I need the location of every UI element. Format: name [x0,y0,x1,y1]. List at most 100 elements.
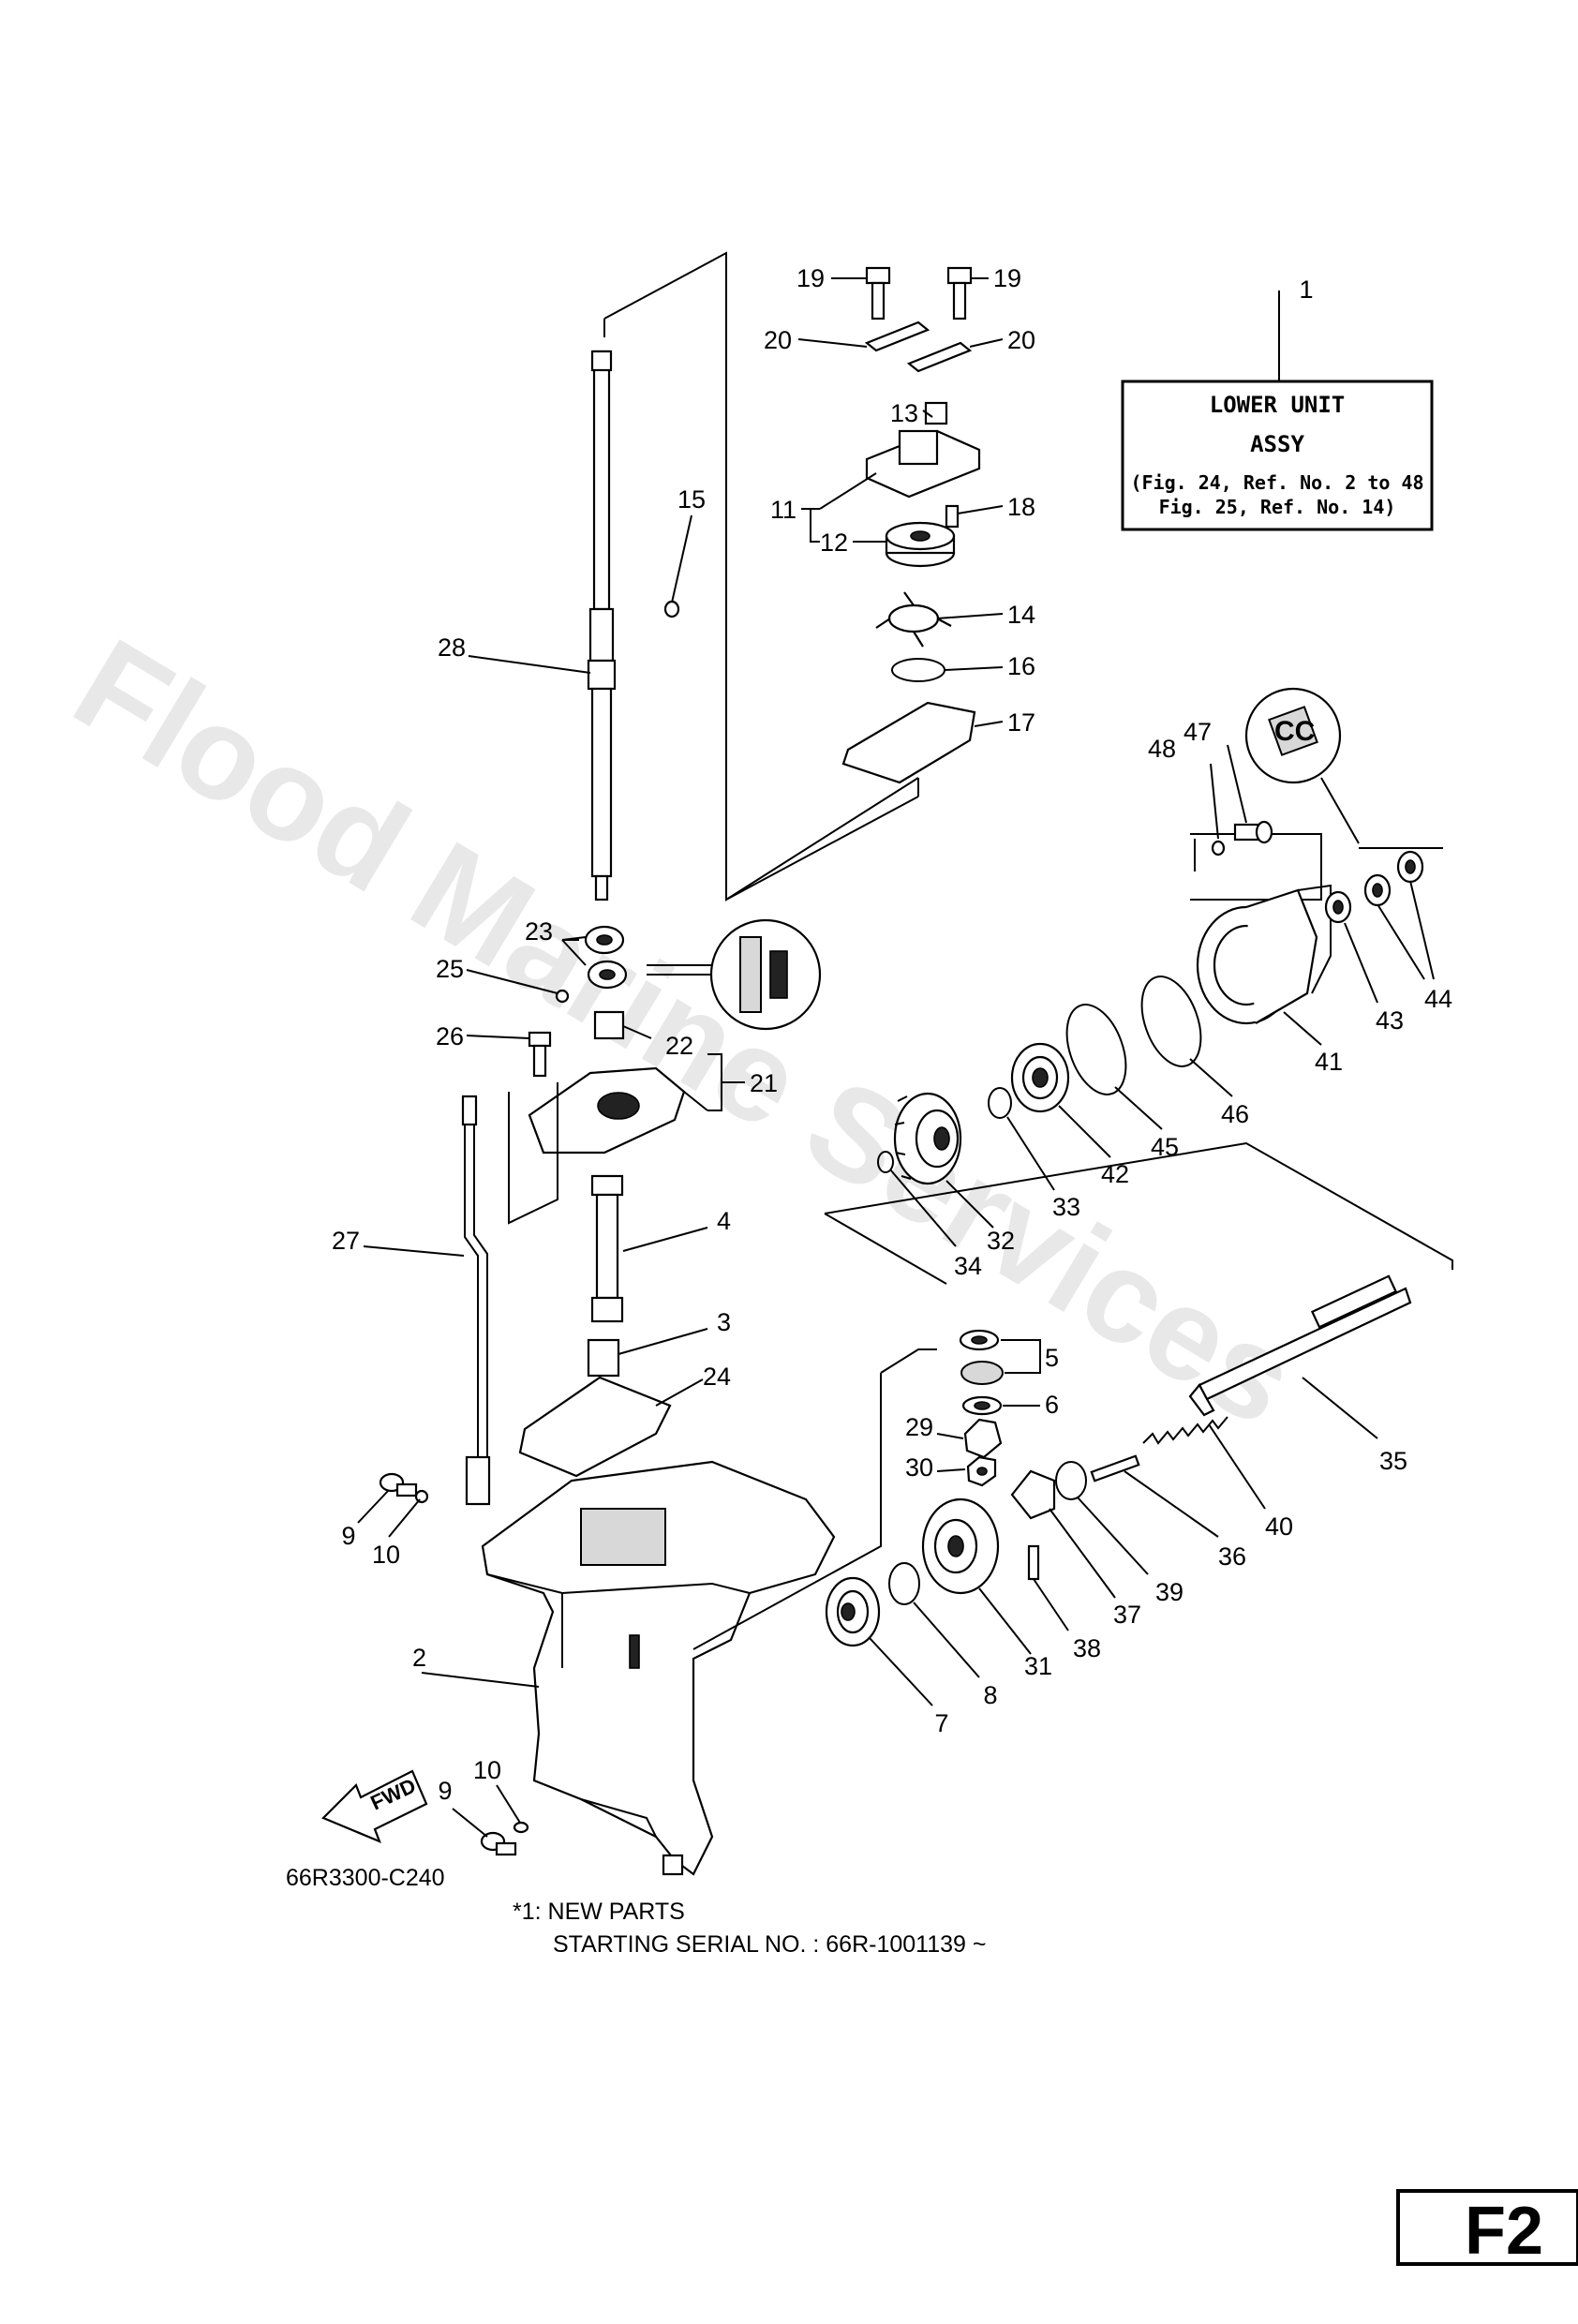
assy-box-line4: Fig. 25, Ref. No. 14) [1159,496,1396,518]
seal-detail-circle [647,918,822,1031]
callout-18: 18 [1007,493,1035,521]
reverse-gear-part [893,1092,962,1185]
o-ring-part [1065,1004,1127,1095]
callout-45: 45 [1151,1133,1179,1161]
callout-38: 38 [1073,1634,1101,1662]
callout-36: 36 [1218,1542,1246,1571]
callout-13: 13 [890,399,918,427]
bearing-part [825,1576,881,1647]
callout-19b: 19 [993,264,1021,292]
grease-detail-circle: CC [1244,687,1360,844]
assy-box-line1: LOWER UNIT [1210,392,1346,418]
plate-part [864,320,973,373]
callout-25: 25 [436,955,464,983]
callout-30: 30 [905,1453,933,1482]
callout-8: 8 [983,1681,997,1709]
callout-48: 48 [1148,735,1176,763]
callout-2: 2 [412,1644,426,1672]
callout-3: 3 [717,1308,731,1336]
callout-9: 9 [341,1522,355,1550]
callout-41: 41 [1315,1048,1343,1076]
oil-seal-part [1324,850,1424,924]
key-part [663,600,680,618]
callout-21: 21 [750,1069,778,1097]
callout-39: 39 [1155,1578,1184,1606]
bolt-part [865,266,973,320]
spring-part [1142,1416,1228,1445]
callout-12: 12 [820,529,848,557]
callout-10: 10 [372,1541,400,1569]
callout-4: 4 [717,1207,731,1235]
leader-lines [357,277,1435,1838]
callout-27: 27 [332,1227,360,1255]
cross-pin-ring-part [1055,1461,1087,1500]
callout-19: 19 [796,264,825,292]
callout-43: 43 [1376,1006,1404,1035]
callout-1: 1 [1299,276,1313,304]
callout-14: 14 [1007,601,1035,629]
callout-32: 32 [987,1227,1015,1255]
propeller-shaft-housing-part [1196,884,1332,1025]
callout-42: 42 [1101,1160,1129,1188]
callout-24: 24 [703,1363,731,1391]
oil-seal-part [584,925,628,990]
callout-29: 29 [905,1413,933,1441]
pin-part [1027,1544,1040,1581]
callout-23: 23 [525,917,553,946]
shim-part [888,1562,920,1605]
shift-rod-part [461,1095,491,1506]
callout-5: 5 [1045,1344,1059,1372]
page-label-box: F2 [1396,2189,1578,2269]
leader-line [880,1348,937,1374]
callout-26: 26 [436,1022,464,1050]
assy-box-line2: ASSY [1250,431,1304,457]
cartridge-insert-part [885,521,956,568]
o-ring-part [891,658,945,682]
thrust-washer-part [959,1329,1004,1416]
pinion-part [963,1418,1003,1459]
outer-plate-part [841,701,976,784]
page-label: F2 [1465,2194,1543,2269]
callout-11: 11 [770,496,796,524]
pin-part [1090,1454,1140,1482]
bushing-part [593,1010,625,1040]
impeller-part [875,591,952,648]
callout-46: 46 [1221,1100,1249,1128]
group-frame-line [603,251,919,901]
bearing-part [587,1338,620,1378]
svg-text:CC: CC [1274,716,1315,747]
callout-22: 22 [665,1032,693,1060]
bolt-part [1211,820,1273,857]
callout-33: 33 [1052,1193,1080,1221]
bolt-part [379,1472,529,1856]
shim-part [988,1087,1012,1119]
group-frame-line [824,1141,1453,1270]
callout-40: 40 [1265,1512,1293,1541]
lower-case-part [481,1460,836,1876]
callout-28: 28 [438,633,466,662]
callout-20: 20 [764,326,792,354]
forward-gear-part [921,1497,1000,1595]
shim-part [877,1151,894,1173]
callout-10b: 10 [473,1756,501,1784]
callout-20b: 20 [1007,326,1035,354]
nut-part [966,1455,997,1487]
callout-44: 44 [1424,985,1452,1013]
propeller-shaft-part [1188,1274,1412,1417]
ring-part [555,989,570,1004]
callout-34: 34 [954,1252,982,1280]
o-ring-part [1140,976,1202,1067]
dog-clutch-part [1010,1469,1056,1520]
drawing-code: 66R3300-C240 [286,1865,445,1891]
note-line1: *1: NEW PARTS [513,1899,685,1925]
pump-housing-part [865,401,981,499]
lower-unit-assy-box: LOWER UNIT ASSY (Fig. 24, Ref. No. 2 to … [1121,290,1434,531]
callout-35: 35 [1379,1447,1407,1475]
note-line2: STARTING SERIAL NO. : 66R-1001139 ~ [553,1931,986,1958]
callout-37: 37 [1113,1601,1141,1629]
callout-47: 47 [1184,718,1212,746]
bolt-part [528,1031,552,1078]
callout-9b: 9 [438,1777,452,1805]
